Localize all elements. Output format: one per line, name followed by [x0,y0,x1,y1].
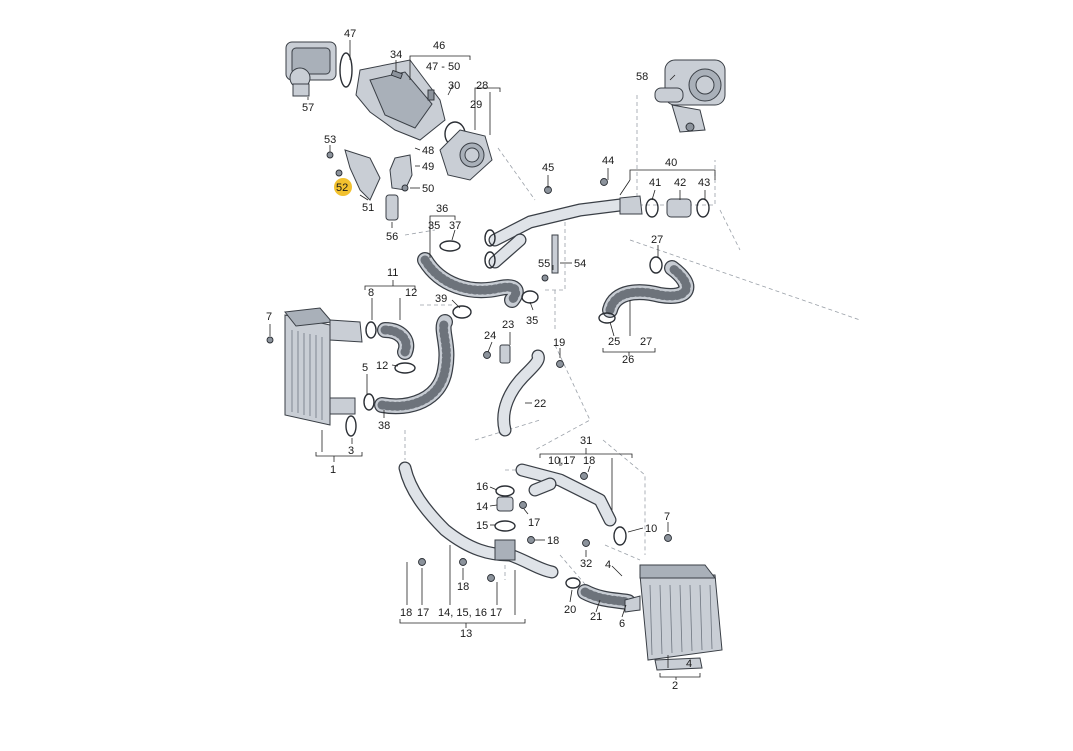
callout-53: 53 [324,134,336,146]
callout-18-upper: 18 [583,455,595,467]
callout-5: 5 [362,362,368,374]
callout-18-lower: 18 [457,581,469,593]
callout-46: 46 [433,40,445,52]
callout-47: 47 [344,28,356,40]
hose-36 [417,240,539,319]
callout-29: 29 [470,99,482,111]
callout-15: 15 [476,520,488,532]
pipe-22 [483,344,564,437]
callout-10: 10 [645,523,657,535]
callout-32: 32 [580,558,592,570]
callout-28: 28 [476,80,488,92]
callout-14: 14 [476,501,488,513]
hose-27 [598,256,695,324]
upper-charge-pipe [484,178,710,282]
callout-58: 58 [636,71,648,83]
highlight-marker [334,178,352,196]
callout-22: 22 [534,398,546,410]
callout-3: 3 [348,445,354,457]
callout-41: 41 [649,177,661,189]
callout-30: 30 [448,80,460,92]
callout-11: 11 [387,267,398,279]
callout-23: 23 [502,319,514,331]
callout-4-lower: 4 [686,658,692,670]
reference-lines [404,95,861,591]
callout-38: 38 [378,420,390,432]
callout-35-lower: 35 [526,315,538,327]
callout-45: 45 [542,162,554,174]
intercooler-right [624,564,723,671]
callout-12-lower: 12 [376,360,388,372]
callout-37: 37 [449,220,461,232]
callout-18-mid: 18 [547,535,559,547]
callout-36: 36 [436,203,448,215]
callout-54: 54 [574,258,586,270]
callout-42: 42 [674,177,686,189]
leader-lines [269,40,716,680]
callout-19: 19 [553,337,565,349]
callout-1: 1 [330,464,336,476]
callout-21: 21 [590,611,602,623]
callout-52: 52 [336,182,348,194]
callout-10-17: 10,17 [548,455,576,467]
callout-31: 31 [580,435,592,447]
callout-39: 39 [435,293,447,305]
callout-35-upper: 35 [428,220,440,232]
callout-44: 44 [602,155,614,167]
callout-7-left: 7 [266,311,272,323]
callout-56: 56 [386,231,398,243]
callout-55: 55 [538,258,550,270]
callout-26: 26 [622,354,634,366]
intercooler-left [266,307,363,437]
callout-48: 48 [422,145,434,157]
callout-13: 13 [460,628,472,640]
callout-27-lower: 27 [640,336,652,348]
pipe-13 [398,461,559,582]
callout-24: 24 [484,330,496,342]
callout-51: 51 [362,202,374,214]
callout-8: 8 [368,287,374,299]
callout-14-15-16: 14, 15, 16 [438,607,487,619]
callout-17-bottom-left: 17 [417,607,429,619]
callout-18-bottom: 18 [400,607,412,619]
callout-16: 16 [476,481,488,493]
egr-valve-assembly [654,59,726,133]
throttle-body-assembly [285,41,493,221]
callout-57: 57 [302,102,314,114]
callout-2: 2 [672,680,678,692]
callout-40: 40 [665,157,677,169]
callout-43: 43 [698,177,710,189]
callout-47-50: 47 - 50 [426,61,460,73]
callout-labels: 47 34 46 47 - 50 30 28 29 57 53 48 49 50… [266,28,710,692]
hose-21 [565,577,636,610]
callout-17-bottom-right: 17 [490,607,502,619]
callout-7-right: 7 [664,511,670,523]
callout-20: 20 [564,604,576,616]
callout-27-upper: 27 [651,234,663,246]
hose-12-38 [363,314,455,415]
pipe-31 [515,463,672,547]
callout-6: 6 [619,618,625,630]
callout-12-upper: 12 [405,287,417,299]
callout-50: 50 [422,183,434,195]
callout-4-upper: 4 [605,559,611,571]
callout-17-mid: 17 [528,517,540,529]
callout-34: 34 [390,49,402,61]
callout-25: 25 [608,336,620,348]
callout-49: 49 [422,161,434,173]
